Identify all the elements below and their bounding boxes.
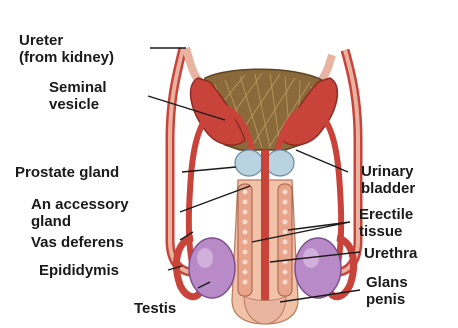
testis-left-highlight <box>197 248 213 268</box>
label-epididymis: Epididymis <box>39 262 119 279</box>
label-urinary-bladder: Urinary bladder <box>361 163 418 197</box>
label-seminal-vesicle: Seminal vesicle <box>49 79 111 113</box>
testis-right <box>295 238 341 298</box>
testis-left <box>189 238 235 298</box>
prostate-gland-right-lobe <box>266 150 294 176</box>
prostate-gland-left-lobe <box>235 150 263 176</box>
label-ureter: Ureter (from kidney) <box>19 32 114 66</box>
label-vas-deferens: Vas deferens <box>31 234 124 251</box>
label-prostate-gland: Prostate gland <box>15 164 119 181</box>
label-glans-penis: Glans penis <box>366 274 412 308</box>
label-testis: Testis <box>134 300 176 317</box>
label-accessory-gland: An accessory gland <box>31 196 133 230</box>
label-erectile-tissue: Erectile tissue <box>359 206 417 240</box>
label-urethra: Urethra <box>364 245 418 262</box>
